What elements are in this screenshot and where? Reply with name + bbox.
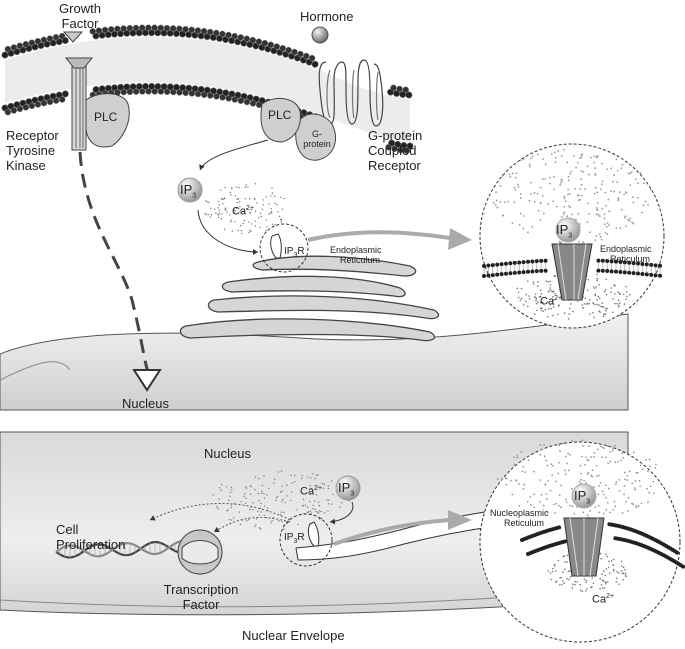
ip3-receptor-highlight-bottom bbox=[279, 513, 333, 567]
ip3-receptor-highlight-top bbox=[259, 223, 309, 273]
ip3r-label-bottom: IP3R bbox=[284, 532, 305, 545]
growth-factor-icon bbox=[62, 31, 84, 43]
calcium-dots-top bbox=[204, 183, 286, 234]
ip3-to-receptor-arrow bbox=[197, 209, 259, 255]
zoom-circle-bottom bbox=[479, 439, 685, 643]
ip3-to-receptor-arrow-bottom bbox=[329, 501, 354, 525]
nucleus-label-top: Nucleus bbox=[122, 396, 169, 411]
plc-left-label: PLC bbox=[94, 110, 118, 124]
calcium-to-dna-arrow-2 bbox=[213, 516, 291, 533]
transcription-factor bbox=[177, 529, 223, 575]
zoom-top-calcium-label: Ca2+ bbox=[540, 295, 563, 308]
calcium-dots-bottom bbox=[212, 470, 350, 530]
nucleus-label-bottom: Nucleus bbox=[204, 446, 251, 461]
ip3-receptor-icon-bottom bbox=[307, 521, 320, 547]
zoom-arrow-bottom bbox=[333, 518, 451, 546]
zoom-circle-top bbox=[479, 143, 665, 329]
calcium-to-dna-arrow-1 bbox=[149, 502, 291, 521]
plc-right bbox=[260, 97, 301, 143]
lipid-bilayer bbox=[1, 24, 414, 155]
plc-to-ip3-arrow bbox=[199, 139, 269, 171]
calcium-label-top: Ca2+ bbox=[232, 205, 255, 218]
ip3-ball-bottom bbox=[335, 475, 361, 501]
nuclear-envelope-label: Nuclear Envelope bbox=[242, 628, 345, 643]
plc-right-label: PLC bbox=[268, 108, 292, 122]
hormone-label: Hormone bbox=[300, 9, 354, 24]
plc-left bbox=[85, 93, 130, 148]
zoom-bottom-calcium-label: Ca2+ bbox=[592, 593, 615, 606]
calcium-label-bottom: Ca2+ bbox=[300, 485, 323, 498]
ip3-label-top: IP3 bbox=[180, 182, 197, 200]
rtk-to-nucleus-path bbox=[78, 151, 150, 373]
g-protein-label: G-protein bbox=[303, 129, 331, 149]
hormone-icon bbox=[311, 26, 329, 44]
zoom-top-ip3-label: IP3 bbox=[556, 222, 573, 240]
ip3-label-bottom: IP3 bbox=[338, 480, 355, 498]
ip3r-label-top: IP3R bbox=[284, 246, 305, 259]
nucleus-arrowhead bbox=[132, 369, 162, 392]
g-protein bbox=[295, 113, 336, 161]
ip3-ball-top bbox=[177, 177, 203, 203]
lipid-tail-band bbox=[5, 36, 410, 143]
ip3-receptor-icon-top bbox=[270, 233, 282, 259]
zoom-arrow-top bbox=[307, 230, 451, 242]
endoplasmic-reticulum bbox=[179, 255, 440, 342]
zoom-bottom-ip3-label: IP3 bbox=[574, 488, 591, 506]
